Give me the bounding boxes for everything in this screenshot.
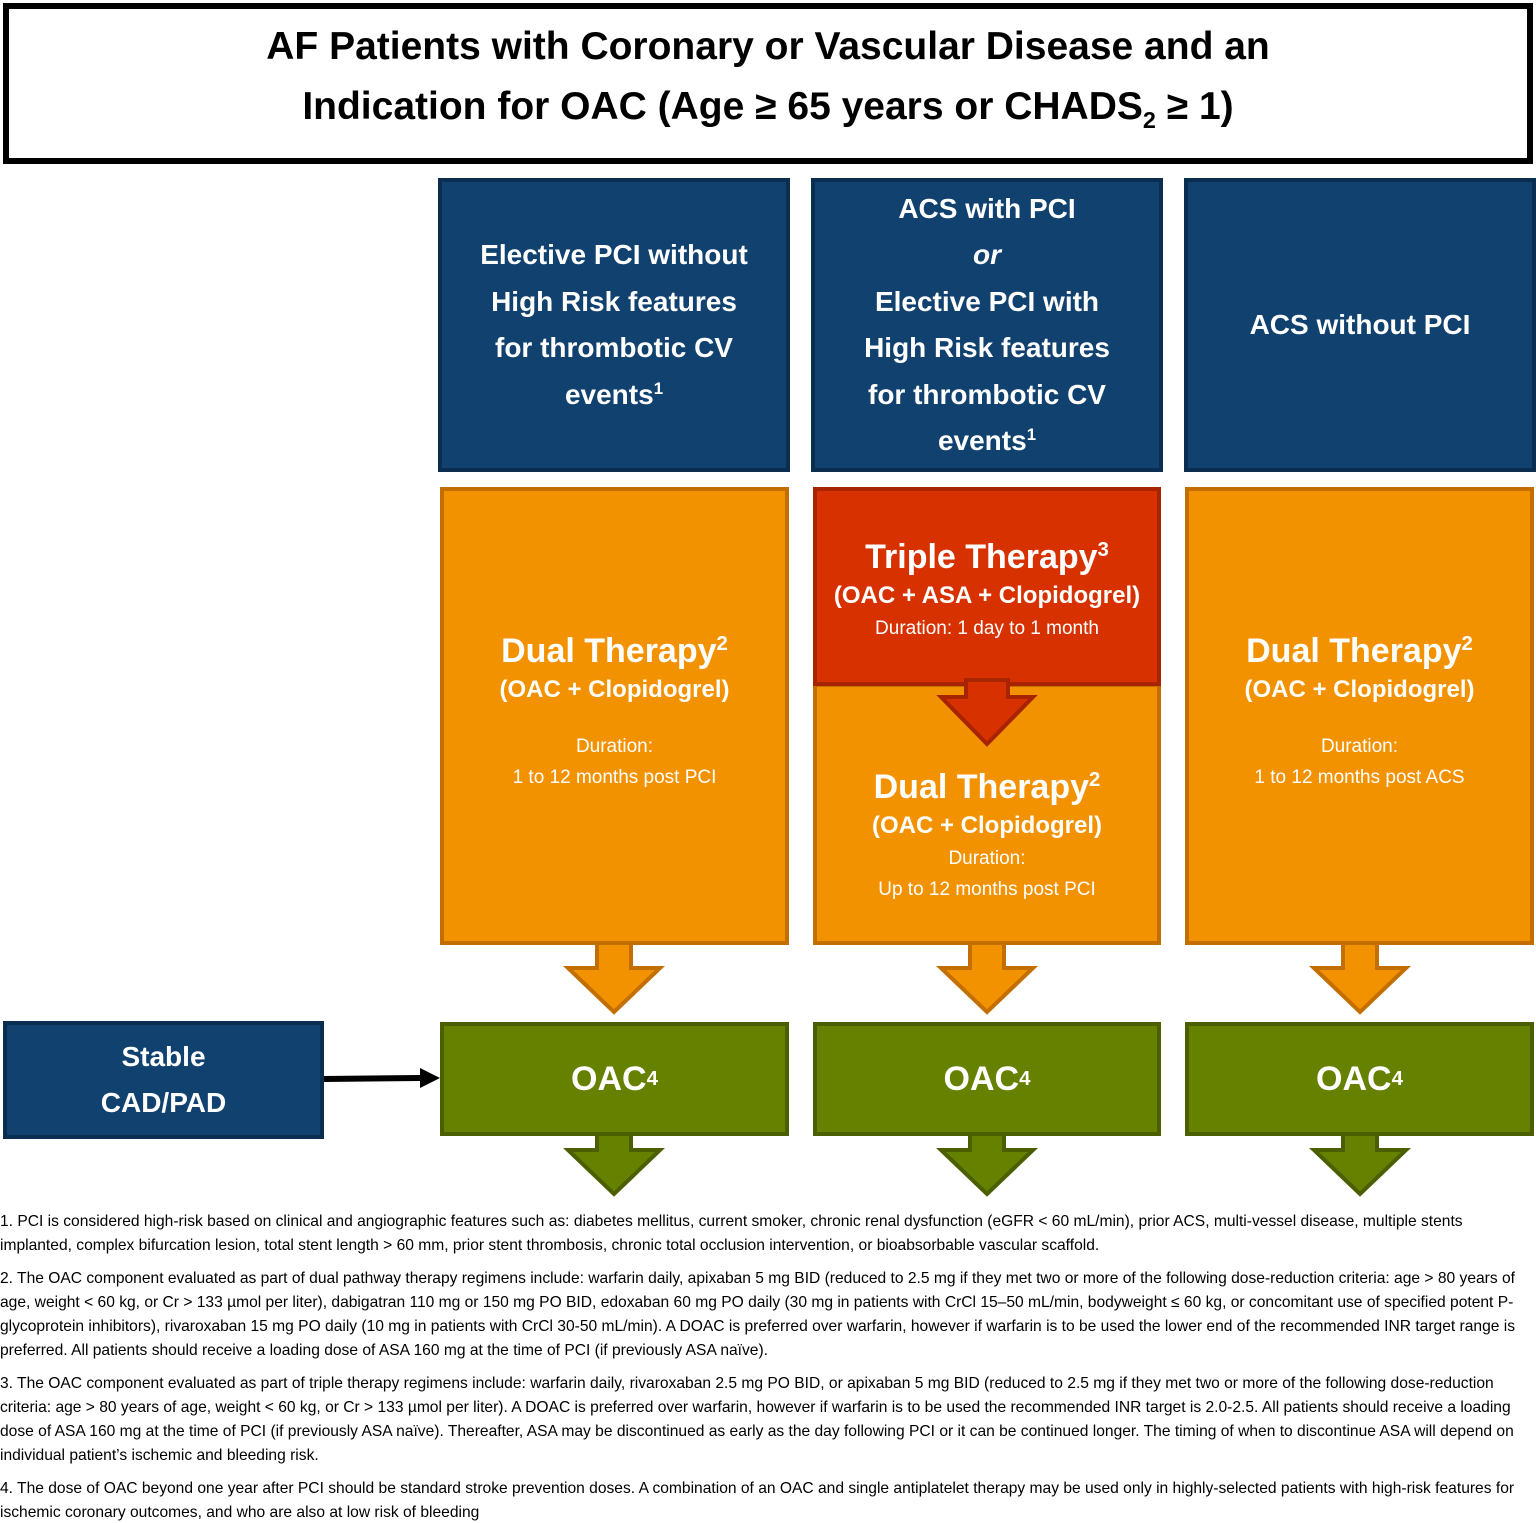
triple-therapy-box: Triple Therapy3 (OAC + ASA + Clopidogrel… <box>813 487 1161 686</box>
title-line-1: AF Patients with Coronary or Vascular Di… <box>266 25 1270 69</box>
green-down-arrow-1 <box>563 1130 665 1197</box>
footnote-2: 2. The OAC component evaluated as part o… <box>0 1270 1516 1359</box>
footnote-4: 4. The dose of OAC beyond one year after… <box>0 1480 1515 1521</box>
diagram-title: AF Patients with Coronary or Vascular Di… <box>3 3 1533 164</box>
orange-down-arrow-2 <box>936 938 1038 1015</box>
orange-down-arrow-1 <box>563 938 665 1015</box>
footnotes: 1. PCI is considered high-risk based on … <box>0 1210 1536 1523</box>
dual-therapy-box-1: Dual Therapy2 (OAC + Clopidogrel) Durati… <box>440 487 789 945</box>
orange-down-arrow-3 <box>1309 938 1411 1015</box>
footnote-1: 1. PCI is considered high-risk based on … <box>0 1213 1463 1254</box>
header-acs-without-pci: ACS without PCI <box>1184 178 1536 472</box>
dual-therapy-box-3: Dual Therapy2 (OAC + Clopidogrel) Durati… <box>1185 487 1534 945</box>
stable-to-oac-arrow <box>323 1068 440 1088</box>
footnote-3: 3. The OAC component evaluated as part o… <box>0 1375 1514 1464</box>
title-line-2: Indication for OAC (Age ≥ 65 years or CH… <box>302 85 1234 133</box>
green-down-arrow-2 <box>936 1130 1038 1197</box>
green-down-arrow-3 <box>1309 1130 1411 1197</box>
dual-therapy-box-2: Dual Therapy2 (OAC + Clopidogrel) Durati… <box>813 683 1161 945</box>
